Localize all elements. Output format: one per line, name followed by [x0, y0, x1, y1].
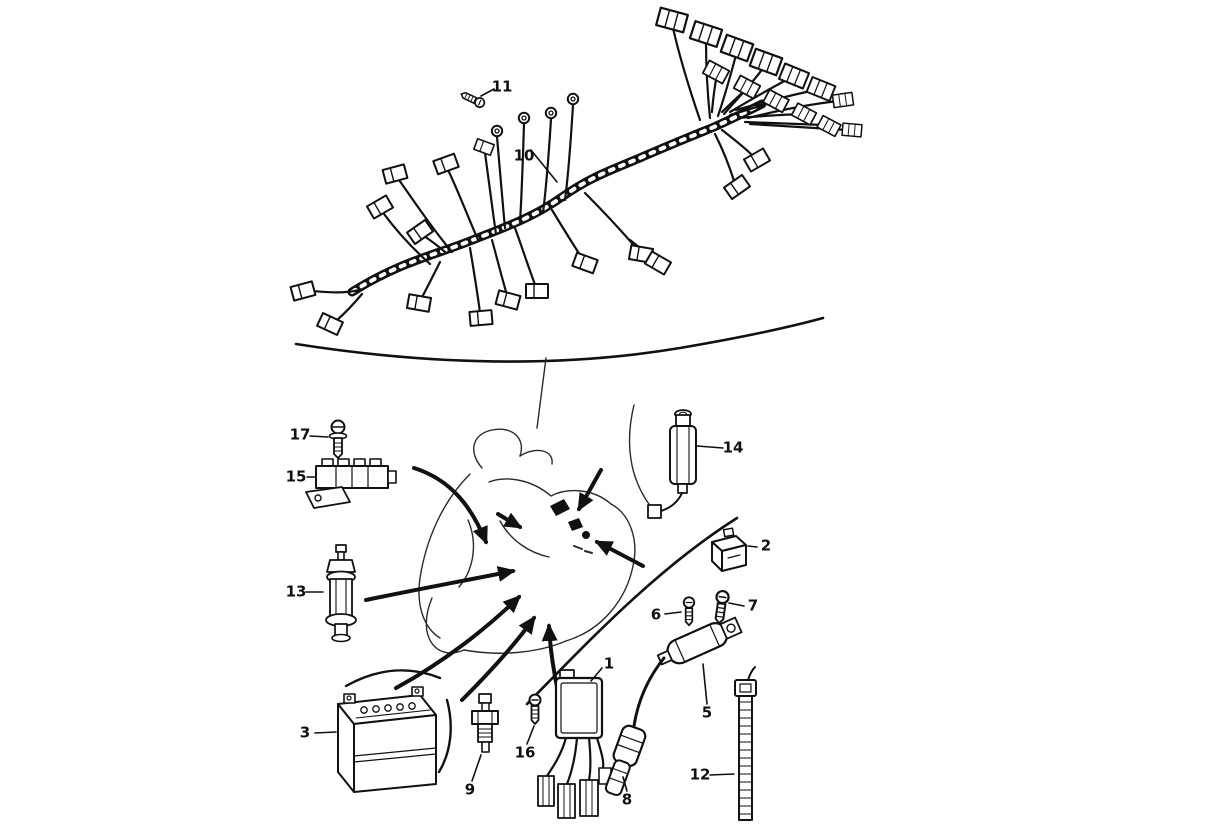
callout-7: 7 [747, 596, 759, 615]
fuse-box-15-illustration [305, 458, 397, 509]
scooter-sketch [418, 357, 652, 654]
spark-plug-cap-illustration [604, 724, 647, 797]
callout-10: 10 [513, 146, 535, 165]
frame-arc-right [525, 516, 739, 706]
screw-7-illustration [711, 589, 731, 626]
screw-11-illustration [458, 88, 487, 110]
ignition-coil-illustration [632, 616, 743, 728]
wire-harness-illustration [289, 6, 863, 336]
relay-2-illustration [711, 527, 747, 572]
callout-14: 14 [722, 438, 744, 457]
bolt-17-illustration [328, 419, 348, 459]
screw-6-illustration [682, 596, 696, 627]
cable-tie-12-illustration [734, 666, 757, 821]
separator-arc [294, 316, 825, 363]
main-switch-13-illustration [325, 544, 357, 643]
cdi-unit-illustration [537, 669, 612, 819]
callout-3: 3 [299, 723, 311, 742]
pointer-arrows [364, 466, 645, 702]
callout-5: 5 [701, 703, 713, 722]
leader-lines [305, 88, 758, 792]
grouping-arcs [344, 669, 452, 774]
screw-16-illustration [528, 693, 542, 725]
callout-1: 1 [603, 654, 615, 673]
battery-illustration [337, 686, 437, 793]
callout-13: 13 [285, 582, 307, 601]
callout-9: 9 [464, 780, 476, 799]
callout-15: 15 [285, 467, 307, 486]
callout-16: 16 [514, 743, 536, 762]
callout-2: 2 [760, 536, 772, 555]
callout-8: 8 [621, 790, 633, 809]
callout-17: 17 [289, 425, 311, 444]
sensor-9-illustration [471, 693, 499, 753]
fuel-sender-14-illustration [647, 409, 697, 519]
callout-6: 6 [650, 605, 662, 624]
callout-11: 11 [491, 77, 513, 96]
callout-12: 12 [689, 765, 711, 784]
